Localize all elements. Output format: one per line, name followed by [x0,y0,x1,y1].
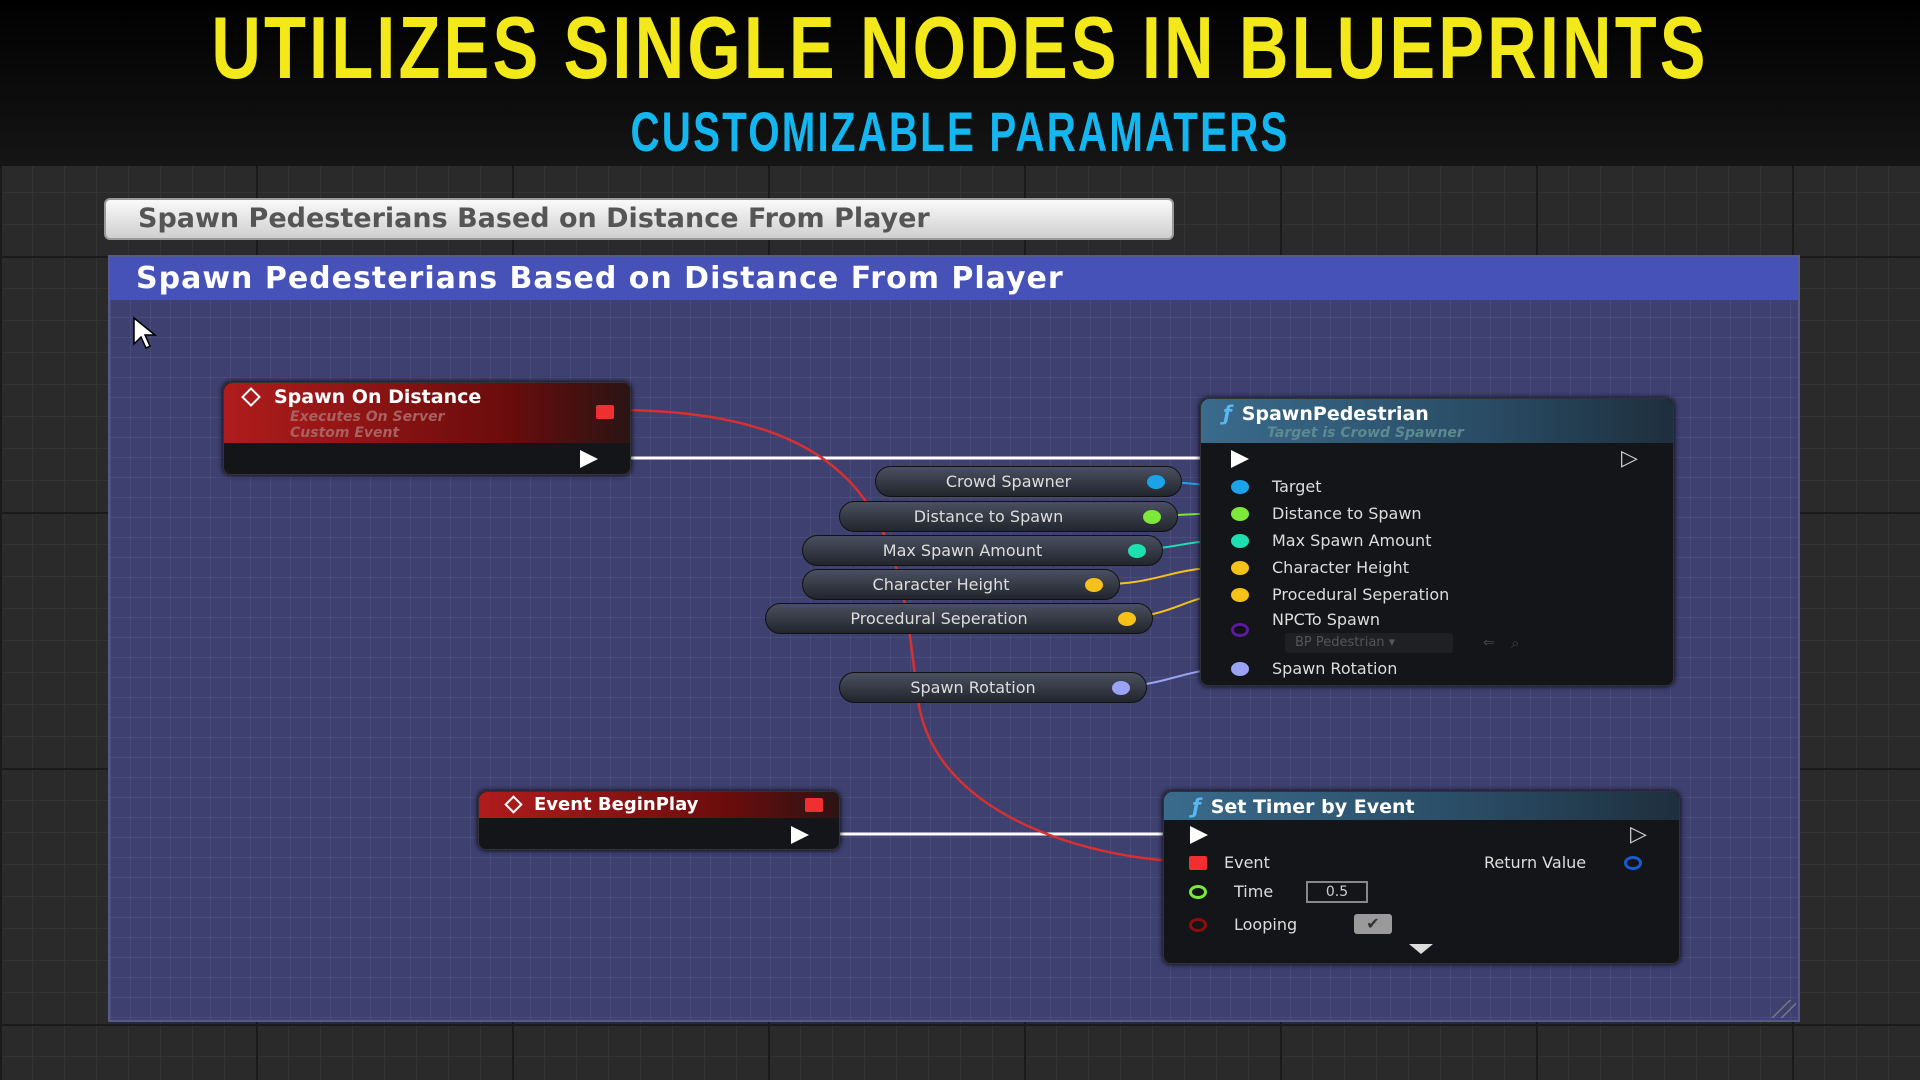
pin-label: Distance to Spawn [1272,504,1422,523]
spawn-on-distance-node[interactable]: Spawn On Distance Executes On Server Cus… [223,382,631,475]
variable-crowd-spawner[interactable]: Crowd Spawner [875,466,1182,497]
function-icon: ƒ [1223,401,1232,425]
variable-label: Distance to Spawn [913,507,1064,526]
looping-checkbox[interactable]: ✔ [1354,914,1392,934]
variable-label: Character Height [872,575,1010,594]
pin-label: Max Spawn Amount [1272,531,1432,550]
exec-output-pin[interactable]: ▷ [1621,446,1638,471]
event-beginplay-node[interactable]: Event BeginPlay [478,791,840,850]
pin-label: NPCTo Spawn [1272,610,1381,629]
pin-target[interactable] [1231,480,1249,494]
spawn-pedestrian-node[interactable]: ƒ SpawnPedestrian Target is Crowd Spawner… [1200,398,1674,686]
exec-output-pin[interactable] [580,450,598,468]
output-pin[interactable] [1085,578,1103,592]
output-pin[interactable] [1147,475,1165,489]
node-subtitle-2: Custom Event [290,425,400,441]
mouse-cursor-icon [133,316,158,350]
time-input[interactable]: 0.5 [1306,881,1368,903]
exec-output-pin[interactable] [791,826,809,844]
browse-search-icon[interactable]: ⌕ [1511,634,1520,652]
variable-label: Procedural Seperation [850,609,1028,628]
exec-input-pin[interactable] [1190,826,1208,844]
output-pin[interactable] [1143,510,1161,524]
variable-max-spawn-amount[interactable]: Max Spawn Amount [802,535,1163,566]
title-banner: UTILIZES SINGLE NODES IN BLUEPRINTS CUST… [0,0,1920,166]
banner-subtitle: CUSTOMIZABLE PARAMATERS [630,100,1290,163]
function-icon: ƒ [1192,794,1201,818]
pin-distance-to-spawn[interactable] [1231,507,1249,521]
node-subtitle: Target is Crowd Spawner [1267,425,1464,441]
time-pin[interactable] [1189,885,1207,899]
pin-label: Return Value [1484,853,1587,872]
variable-character-height[interactable]: Character Height [802,569,1120,600]
output-pin[interactable] [1128,544,1146,558]
looping-pin[interactable] [1189,918,1207,932]
node-title: Event BeginPlay [534,794,699,815]
delegate-output-pin[interactable] [596,405,614,419]
variable-spawn-rotation[interactable]: Spawn Rotation [839,672,1147,703]
pin-max-spawn-amount[interactable] [1231,534,1249,548]
use-selected-arrow-icon[interactable]: ⇐ [1483,635,1495,651]
delegate-output-pin[interactable] [805,798,823,812]
exec-input-pin[interactable] [1231,450,1249,468]
pin-label: Procedural Seperation [1272,585,1450,604]
pin-spawn-rotation[interactable] [1231,662,1249,676]
variable-label: Max Spawn Amount [882,541,1043,560]
pin-character-height[interactable] [1231,561,1249,575]
node-title: Set Timer by Event [1210,796,1415,818]
output-pin[interactable] [1118,612,1136,626]
variable-procedural-seperation[interactable]: Procedural Seperation [765,603,1153,634]
npc-class-dropdown[interactable]: BP Pedestrian ▾ [1285,633,1453,653]
banner-title: UTILIZES SINGLE NODES IN BLUEPRINTS [211,0,1709,97]
event-diamond-icon [504,795,523,814]
pin-label: Spawn Rotation [1272,659,1398,678]
event-delegate-pin[interactable] [1189,856,1207,870]
pin-procedural-seperation[interactable] [1231,588,1249,602]
node-subtitle-1: Executes On Server [290,409,445,425]
dropdown-value: BP Pedestrian [1295,635,1385,650]
node-title: SpawnPedestrian [1241,403,1429,425]
variable-label: Crowd Spawner [945,472,1072,491]
pin-label: Event [1224,853,1270,872]
pin-label: Target [1272,477,1322,496]
output-pin[interactable] [1112,681,1130,695]
pin-label: Character Height [1272,558,1409,577]
pin-label: Time [1234,882,1274,901]
comment-bubble[interactable]: Spawn Pedesterians Based on Distance Fro… [104,198,1174,240]
node-title: Spawn On Distance [274,386,482,408]
event-diamond-icon [241,387,261,407]
variable-label: Spawn Rotation [910,678,1036,697]
variable-distance-to-spawn[interactable]: Distance to Spawn [839,501,1178,532]
return-value-pin[interactable] [1624,856,1642,870]
exec-output-pin[interactable]: ▷ [1630,822,1647,847]
expand-arrow-icon[interactable] [1409,944,1433,954]
resize-handle[interactable] [1768,1000,1796,1018]
pin-label: Looping [1234,915,1298,934]
set-timer-by-event-node[interactable]: ƒ Set Timer by Event ▷ Event Return Value… [1163,791,1680,964]
comment-title[interactable]: Spawn Pedesterians Based on Distance Fro… [110,257,1798,300]
pin-npc-to-spawn[interactable] [1231,623,1249,637]
